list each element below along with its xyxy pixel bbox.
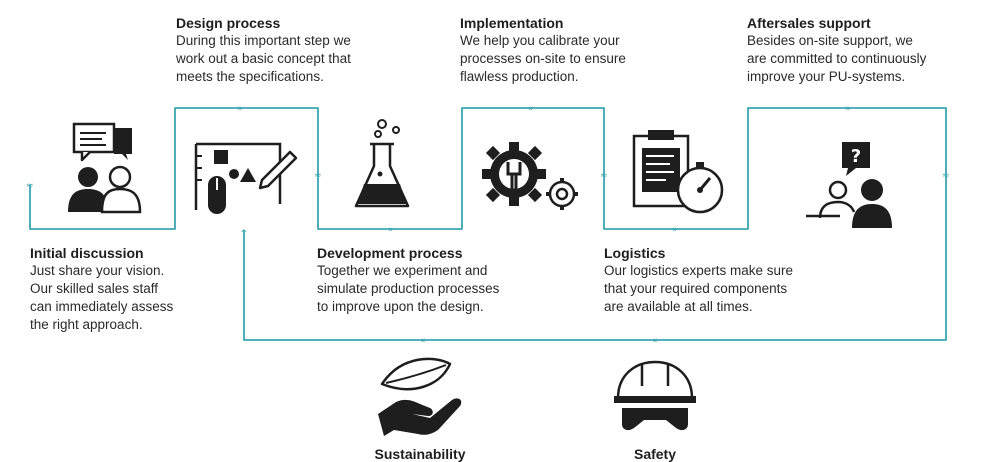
- step-title: Implementation: [460, 15, 564, 31]
- step-development-process: Development process Together we experime…: [317, 244, 567, 316]
- step-desc-line: the right approach.: [30, 317, 143, 332]
- hardhat-goggles-icon: [614, 360, 696, 431]
- step-desc-line: are available at all times.: [604, 299, 753, 314]
- flow-arrow: »: [237, 104, 243, 114]
- step-aftersales-support: Aftersales support Besides on-site suppo…: [747, 14, 979, 86]
- flow-arrow: «: [420, 336, 426, 346]
- step-desc-line: Our logistics experts make sure: [604, 263, 794, 278]
- clipboard-stopwatch-icon: [632, 130, 724, 214]
- design-board-icon: [194, 142, 298, 214]
- step-desc-line: processes on-site to ensure: [460, 51, 626, 66]
- gears-wrench-icon: [482, 142, 578, 210]
- flow-arrow: »: [388, 225, 394, 235]
- step-title: Aftersales support: [747, 15, 871, 31]
- step-desc-line: to improve upon the design.: [317, 299, 484, 314]
- step-desc-line: Together we experiment and: [317, 263, 488, 278]
- step-desc-line: improve your PU-systems.: [747, 69, 906, 84]
- step-initial-discussion: Initial discussion Just share your visio…: [30, 244, 230, 334]
- svg-text:?: ?: [851, 146, 861, 167]
- flow-arrow: »: [845, 104, 851, 114]
- leaf-hand-icon: [378, 357, 462, 436]
- flow-arrow: »: [528, 104, 534, 114]
- flow-arrow: ^: [240, 229, 248, 239]
- flow-arrow: ≈: [600, 171, 608, 181]
- step-design-process: Design process During this important ste…: [176, 14, 416, 86]
- step-logistics: Logistics Our logistics experts make sur…: [604, 244, 854, 316]
- step-desc-line: work out a basic concept that: [176, 51, 351, 66]
- step-desc-line: During this important step we: [176, 33, 351, 48]
- flow-arrow: »: [672, 225, 678, 235]
- step-title: Design process: [176, 15, 281, 31]
- step-desc-line: can immediately assess: [30, 299, 174, 314]
- step-desc-line: Our skilled sales staff: [30, 281, 159, 296]
- step-title: Logistics: [604, 245, 666, 261]
- step-desc-line: Besides on-site support, we: [747, 33, 913, 48]
- step-desc-line: are committed to continuously: [747, 51, 927, 66]
- step-desc-line: simulate production processes: [317, 281, 500, 296]
- flow-arrow: ≈: [942, 171, 950, 181]
- support-question-icon: ?: [806, 142, 892, 228]
- flow-arrow: ≈: [314, 171, 322, 181]
- step-desc-line: We help you calibrate your: [460, 33, 620, 48]
- step-desc-line: Just share your vision.: [30, 263, 165, 278]
- flow-arrow: «: [652, 336, 658, 346]
- value-sustainability-label: Sustainability: [374, 446, 466, 462]
- step-title: Development process: [317, 245, 463, 261]
- step-implementation: Implementation We help you calibrate you…: [460, 14, 700, 86]
- flow-arrow: ≈: [26, 181, 34, 191]
- step-title: Initial discussion: [30, 245, 144, 261]
- chat-people-icon: [68, 122, 142, 214]
- flask-icon: [354, 119, 410, 208]
- value-safety-label: Safety: [633, 446, 677, 462]
- step-desc-line: flawless production.: [460, 69, 579, 84]
- step-desc-line: meets the specifications.: [176, 69, 324, 84]
- step-desc-line: that your required components: [604, 281, 788, 296]
